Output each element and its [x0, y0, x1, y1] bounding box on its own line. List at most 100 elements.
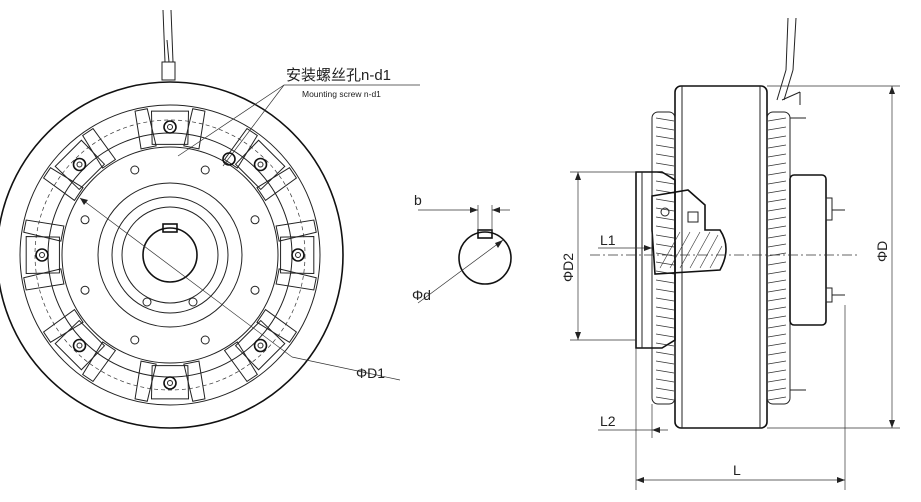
rib: [256, 308, 298, 343]
fin: [655, 324, 675, 329]
fin: [767, 198, 787, 203]
dim-b-label: b: [414, 192, 422, 208]
dim-L-label: L: [733, 462, 741, 478]
fin: [655, 333, 675, 338]
fin: [767, 153, 787, 158]
dim-L1-label: L1: [600, 232, 616, 248]
side-lead-wires: [776, 17, 801, 105]
pitch-circle: [34, 119, 306, 391]
rib: [134, 360, 157, 402]
inner-hole: [200, 165, 210, 175]
fin: [767, 243, 787, 248]
lug-hole-center: [167, 380, 173, 386]
lug-hole: [72, 338, 87, 353]
fin: [767, 297, 787, 302]
fin: [767, 180, 787, 185]
fin: [767, 288, 787, 293]
lug-hole-center: [76, 161, 83, 168]
lug-hole-center: [167, 124, 173, 130]
fin: [655, 342, 675, 347]
rib: [223, 127, 258, 169]
rib: [183, 108, 206, 150]
front-view: [0, 9, 420, 429]
rib: [223, 341, 258, 383]
fin: [767, 189, 787, 194]
fin: [767, 324, 787, 329]
lug-hole: [35, 248, 49, 262]
rib: [23, 219, 65, 242]
inner-ring-holes: [80, 165, 260, 345]
lug: [280, 235, 315, 275]
lug: [54, 319, 106, 371]
fin: [767, 387, 787, 392]
lug: [150, 365, 190, 400]
fin: [655, 207, 675, 212]
lug-hole: [253, 338, 268, 353]
fin: [655, 252, 675, 257]
fin: [767, 342, 787, 347]
lug-hole-center: [39, 252, 45, 258]
fin: [767, 369, 787, 374]
fin: [655, 117, 675, 122]
fin: [655, 297, 675, 302]
fin: [655, 360, 675, 365]
fin: [767, 225, 787, 230]
fin: [655, 126, 675, 131]
fin: [767, 306, 787, 311]
lug-hole: [253, 157, 268, 172]
fin: [655, 315, 675, 320]
fin: [655, 135, 675, 140]
inner-hole: [130, 335, 140, 345]
right-cooling-fins: [767, 117, 787, 401]
radial-ribs: [23, 108, 317, 402]
fin: [767, 360, 787, 365]
lug: [150, 110, 190, 145]
dim-D2-label: ΦD2: [560, 253, 576, 282]
fin: [767, 171, 787, 176]
fin: [655, 216, 675, 221]
fin: [767, 216, 787, 221]
fin: [767, 315, 787, 320]
fin: [767, 135, 787, 140]
inner-hole: [250, 215, 260, 225]
fin: [655, 306, 675, 311]
fin: [767, 351, 787, 356]
lug: [25, 235, 60, 275]
fin: [655, 396, 675, 401]
fin: [767, 270, 787, 275]
inner-hole: [130, 165, 140, 175]
mounting-label-en: Mounting screw n-d1: [302, 89, 381, 99]
rib: [82, 127, 117, 169]
rib: [275, 219, 317, 242]
inner-hole: [80, 215, 90, 225]
fin: [767, 396, 787, 401]
mounting-lugs: [25, 110, 315, 400]
fin: [655, 378, 675, 383]
fin: [767, 261, 787, 266]
front-lead-wires: [161, 9, 176, 81]
fin: [655, 225, 675, 230]
rib: [275, 268, 317, 291]
shaft-bore: [142, 227, 198, 283]
lug-hole: [72, 157, 87, 172]
fin: [655, 153, 675, 158]
lug: [54, 139, 106, 191]
rib: [23, 268, 65, 291]
dim-d-label: Φd: [412, 287, 431, 303]
fin: [767, 117, 787, 122]
fin: [655, 243, 675, 248]
fin: [767, 279, 787, 284]
fin: [767, 144, 787, 149]
fin: [767, 234, 787, 239]
fin: [655, 387, 675, 392]
shaft-section: [417, 205, 512, 304]
lug: [234, 319, 286, 371]
lug-hole: [163, 376, 177, 390]
rib: [134, 108, 157, 150]
rear-boss: [789, 174, 827, 326]
inner-hole: [200, 335, 210, 345]
fin: [655, 288, 675, 293]
housing-body: [674, 85, 768, 429]
hub-section-cut: [651, 189, 727, 275]
outer-ring: [0, 81, 344, 429]
